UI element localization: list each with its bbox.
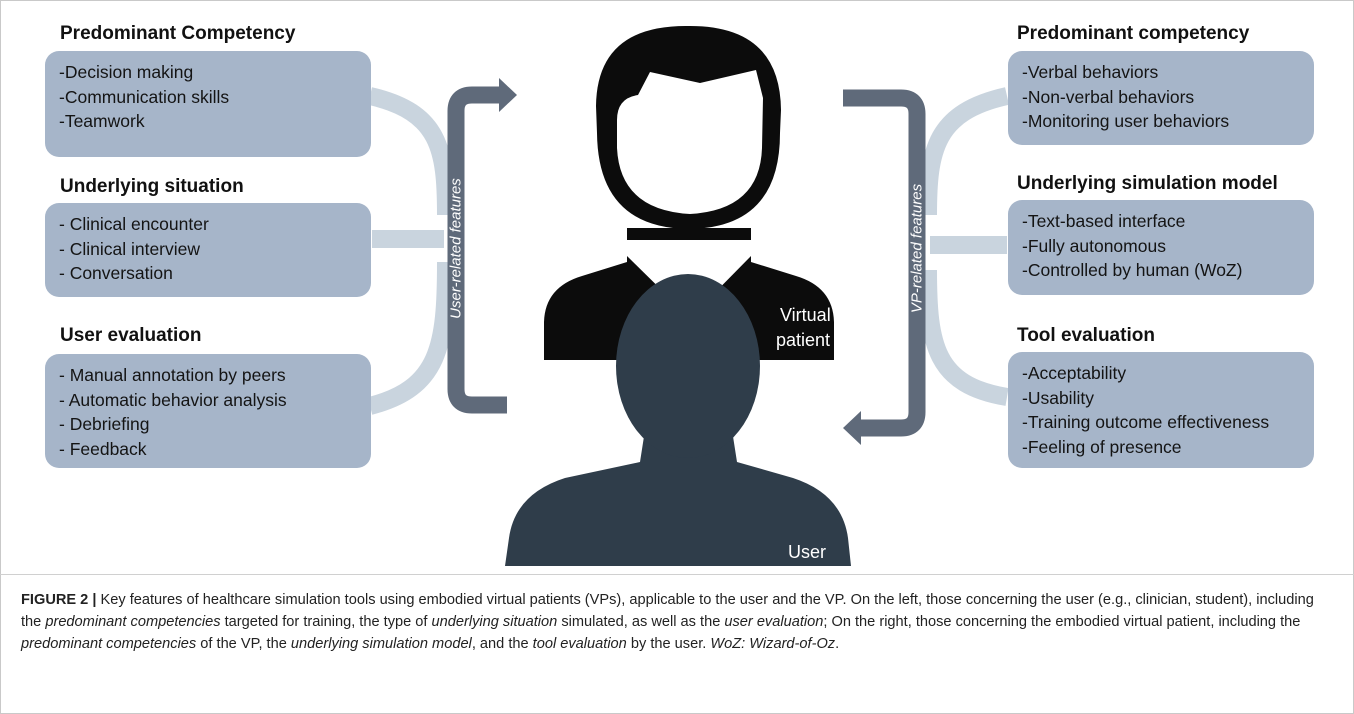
caption-italic-term: tool evaluation (532, 636, 627, 652)
caption-text: Key features of healthcare simulation to… (21, 592, 1314, 630)
diagram-graphics (367, 25, 1010, 566)
list-item: -Acceptability (1022, 363, 1127, 383)
left-situation-box: - Clinical encounter - Clinical intervie… (45, 203, 371, 297)
virtual-patient-label-line2: patient (776, 330, 831, 350)
list-item: - Clinical interview (59, 238, 201, 259)
right-evaluation-box: -Acceptability -Usability -Training outc… (1008, 352, 1314, 468)
vp-arrow-head (843, 411, 861, 445)
user-arrow-head (499, 78, 517, 112)
left-situation-title: Underlying situation (60, 176, 244, 197)
list-item: -Communication skills (59, 86, 230, 107)
vp-arrow-bracket (843, 89, 926, 437)
left-competency-box: -Decision making -Communication skills -… (45, 51, 371, 157)
list-item: -Usability (1022, 387, 1094, 408)
list-item: - Feedback (59, 438, 147, 459)
caption-italic-term: predominant competencies (21, 636, 197, 652)
list-item: -Controlled by human (WoZ) (1022, 260, 1243, 280)
caption-label: FIGURE 2 | (21, 592, 97, 608)
list-item: -Decision making (59, 62, 194, 82)
list-item: -Verbal behaviors (1022, 62, 1159, 82)
caption-italic-term: underlying simulation model (290, 636, 472, 652)
left-connector-bottom (367, 261, 455, 415)
caption-text: by the user. (626, 636, 711, 652)
left-evaluation-box: - Manual annotation by peers - Automatic… (45, 354, 371, 468)
list-item: -Non-verbal behaviors (1022, 86, 1195, 107)
list-item: -Fully autonomous (1022, 235, 1166, 256)
right-model-box: -Text-based interface -Fully autonomous … (1008, 200, 1314, 295)
caption-text: , and the (471, 636, 533, 652)
user-arrow-bracket (447, 86, 507, 414)
list-item: - Manual annotation by peers (59, 365, 286, 385)
caption-text: ; On the right, those concerning the emb… (823, 614, 1301, 630)
vp-related-features-label: VP-related features (908, 183, 926, 314)
list-item: -Feeling of presence (1022, 436, 1182, 457)
right-evaluation-title: Tool evaluation (1017, 325, 1155, 346)
list-item: -Training outcome effectiveness (1022, 412, 1270, 432)
list-item: -Teamwork (59, 111, 145, 131)
user-label: User (788, 542, 827, 562)
caption-text: simulated, as well as the (557, 614, 725, 630)
caption-separator (0, 574, 1354, 575)
figure-caption: FIGURE 2 | Key features of healthcare si… (21, 589, 1333, 655)
user-silhouette (505, 274, 851, 566)
list-item: -Text-based interface (1022, 211, 1186, 231)
caption-italic-term: predominant competencies (45, 614, 221, 630)
virtual-patient-label-line1: Virtual (780, 305, 831, 325)
caption-body: Key features of healthcare simulation to… (21, 592, 1314, 652)
caption-italic-term: underlying situation (431, 614, 558, 630)
caption-text: targeted for training, the type of (220, 614, 432, 630)
list-item: -Monitoring user behaviors (1022, 111, 1230, 131)
right-connector-bottom (919, 269, 1009, 406)
left-connector-top (367, 87, 455, 216)
caption-italic-term: WoZ: Wizard-of-Oz (710, 636, 836, 652)
list-item: - Conversation (59, 263, 173, 283)
diagram: Predominant Competency -Decision making … (45, 23, 1314, 566)
caption-text: . (835, 636, 840, 652)
right-model-title: Underlying simulation model (1017, 173, 1278, 194)
list-item: - Debriefing (59, 414, 150, 434)
caption-text: of the VP, the (196, 636, 291, 652)
list-item: - Clinical encounter (59, 214, 209, 234)
right-competency-box: -Verbal behaviors -Non-verbal behaviors … (1008, 51, 1314, 145)
caption-italic-term: user evaluation (724, 614, 824, 630)
user-related-features-label: User-related features (447, 178, 465, 319)
right-connector-top (919, 87, 1010, 216)
right-competency-title: Predominant competency (1017, 23, 1250, 44)
left-evaluation-title: User evaluation (60, 325, 202, 346)
list-item: - Automatic behavior analysis (59, 389, 287, 410)
left-competency-title: Predominant Competency (60, 23, 296, 44)
